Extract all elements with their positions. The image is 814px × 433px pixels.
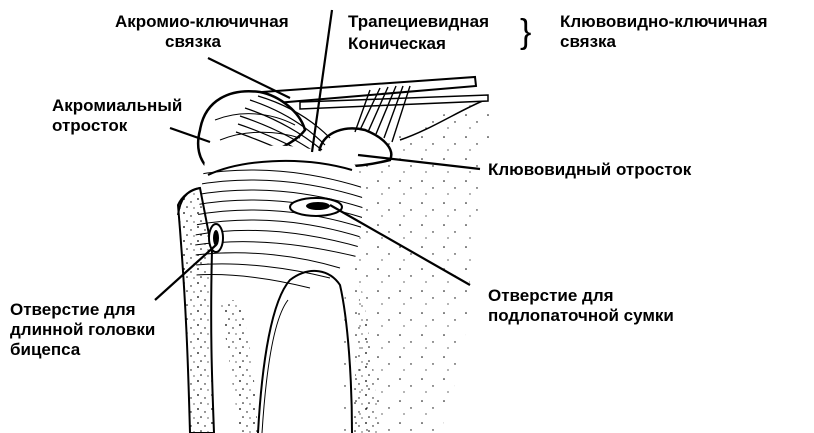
label-acromioclavicular-line1: Акромио-ключичная bbox=[115, 12, 289, 32]
clavicle bbox=[262, 77, 488, 109]
label-acromion-line1: Акромиальный bbox=[52, 96, 182, 116]
label-acromioclavicular-line2: связка bbox=[115, 32, 289, 52]
label-biceps-line2: длинной головки bbox=[10, 320, 155, 340]
label-subscapular-bursa-opening: Отверстие для подлопаточной сумки bbox=[488, 286, 674, 326]
label-trapezoid-ligament: Трапециевидная bbox=[348, 12, 489, 32]
biceps-opening-shape bbox=[209, 224, 223, 252]
label-subscapular-line1: Отверстие для bbox=[488, 286, 674, 306]
label-coracoid-text: Клювовидный отросток bbox=[488, 160, 691, 180]
label-conoid-text: Коническая bbox=[348, 34, 446, 54]
label-coracoclavicular-line1: Клювовидно-ключичная bbox=[560, 12, 768, 32]
label-subscapular-line2: подлопаточной сумки bbox=[488, 306, 674, 326]
label-coracoid-process: Клювовидный отросток bbox=[488, 160, 691, 180]
label-conoid-ligament: Коническая bbox=[348, 34, 446, 54]
label-acromion-line2: отросток bbox=[52, 116, 182, 136]
label-biceps-long-head-opening: Отверстие для длинной головки бицепса bbox=[10, 300, 155, 360]
brace-icon: } bbox=[520, 12, 531, 52]
label-acromion: Акромиальный отросток bbox=[52, 96, 182, 136]
label-trapezoid-text: Трапециевидная bbox=[348, 12, 489, 32]
label-acromioclavicular-ligament: Акромио-ключичная связка bbox=[115, 12, 289, 52]
label-coracoclavicular-line2: связка bbox=[560, 32, 768, 52]
label-biceps-line3: бицепса bbox=[10, 340, 155, 360]
label-coracoclavicular-ligament: Клювовидно-ключичная связка bbox=[560, 12, 768, 52]
label-biceps-line1: Отверстие для bbox=[10, 300, 155, 320]
